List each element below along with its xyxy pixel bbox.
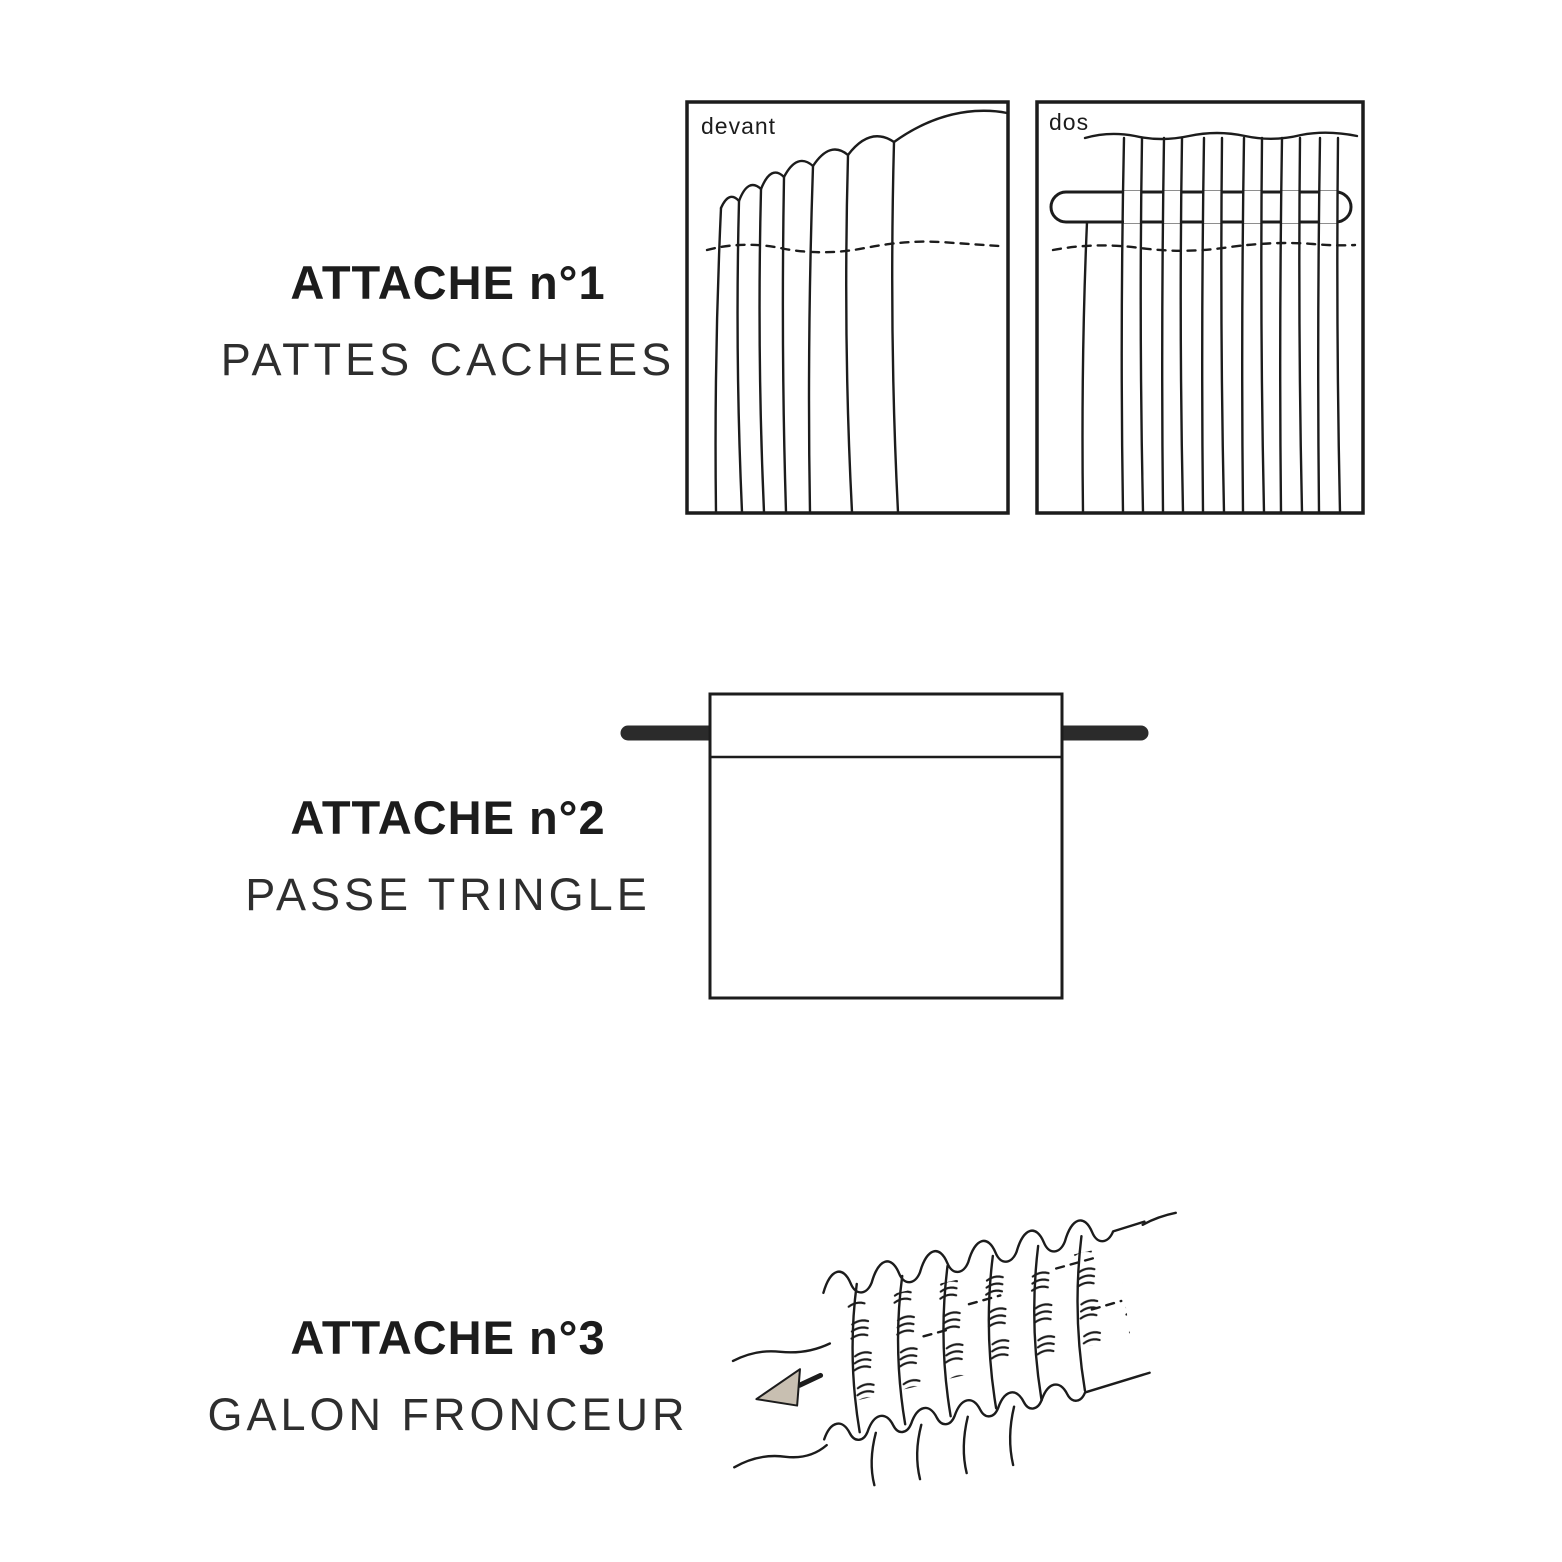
illustration-hidden-tabs-front: devant [685, 100, 1010, 515]
section-1-title: ATTACHE n°1 [290, 256, 606, 309]
front-view-label: devant [701, 113, 776, 139]
section-3-label: ATTACHE n°3 GALON FRONCEUR [168, 1310, 728, 1441]
pull-direction-arrow [755, 1368, 801, 1407]
section-1-label: ATTACHE n°1 PATTES CACHEES [168, 255, 728, 386]
back-view-label: dos [1049, 109, 1089, 135]
section-3-subtitle: GALON FRONCEUR [207, 1389, 689, 1440]
hidden-tabs-and-folds [1081, 136, 1342, 514]
arrow-shaft [796, 1372, 824, 1388]
curtain-rod [1049, 190, 1353, 224]
section-2-label: ATTACHE n°2 PASSE TRINGLE [168, 790, 728, 921]
illustration-gathering-tape [731, 1211, 1177, 1487]
gathered-fabric-lines [731, 1211, 1177, 1487]
section-3-title: ATTACHE n°3 [290, 1311, 606, 1364]
shirring-tape-band [838, 1245, 1131, 1401]
section-1-subtitle: PATTES CACHEES [220, 334, 676, 385]
tape-stitch-dashes [922, 1256, 1123, 1338]
section-2-subtitle: PASSE TRINGLE [245, 869, 651, 920]
illustration-border [1035, 100, 1365, 515]
front-stitch-line [705, 240, 1001, 254]
section-2-title: ATTACHE n°2 [290, 791, 606, 844]
illustration-hidden-tabs-back: dos [1035, 100, 1365, 515]
curtain-top-edge [1083, 131, 1359, 141]
illustration-rod-pocket [620, 692, 1149, 1000]
curtain-front-folds [714, 109, 1009, 514]
curtain-panel [708, 692, 1064, 1000]
tab-overlaps [1124, 191, 1338, 223]
